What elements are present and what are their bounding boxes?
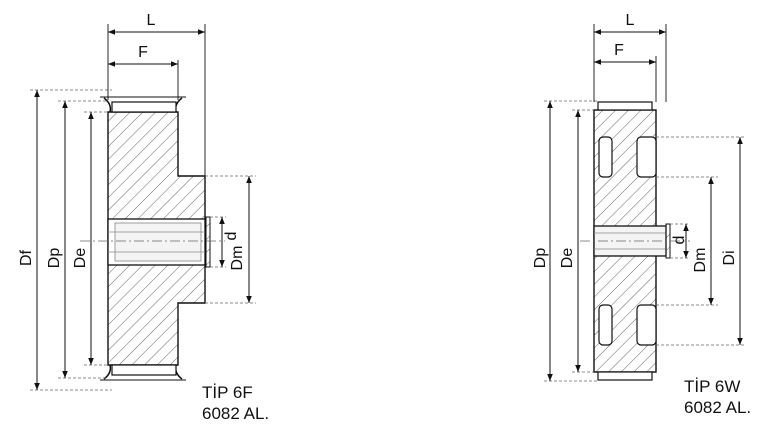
left-pulley-flange-bottom [100, 364, 186, 381]
left-pulley-body [107, 111, 211, 366]
right-label-Dm: Dm [692, 248, 709, 273]
right-vertical-extensions [593, 24, 667, 102]
right-dimension-lines [547, 29, 743, 381]
left-label-d: d [223, 232, 240, 241]
left-label-Df: Df [18, 249, 35, 266]
right-label-F: F [614, 42, 624, 59]
right-extension-lines [544, 100, 746, 382]
left-label-Dm: Dm [229, 246, 246, 271]
left-caption: TİP 6F 6082 AL. [202, 382, 269, 424]
right-caption-code: 6082 AL. [684, 398, 752, 417]
right-caption: TİP 6W 6082 AL. [684, 376, 751, 418]
right-pulley: L F Dp De d Dm Di [532, 12, 746, 382]
left-label-F: F [138, 44, 148, 61]
left-pulley-flange-top [100, 96, 186, 113]
right-label-Di: Di [721, 250, 738, 265]
left-pulley: L F Df Dp De d Dm [18, 12, 256, 391]
right-pulley-teeth-bottom [597, 371, 653, 381]
right-label-L: L [626, 12, 635, 29]
left-label-De: De [72, 248, 89, 269]
right-label-De: De [559, 248, 576, 269]
left-dimension-lines [34, 29, 252, 390]
right-pulley-teeth-top [597, 101, 653, 111]
left-label-Dp: Dp [46, 248, 63, 269]
left-caption-code: 6082 AL. [202, 404, 270, 423]
right-label-Dp: Dp [532, 248, 549, 269]
left-label-L: L [147, 12, 156, 29]
right-label-d: d [671, 236, 688, 245]
right-caption-type: TİP 6W [684, 377, 741, 396]
left-caption-type: TİP 6F [202, 383, 253, 402]
